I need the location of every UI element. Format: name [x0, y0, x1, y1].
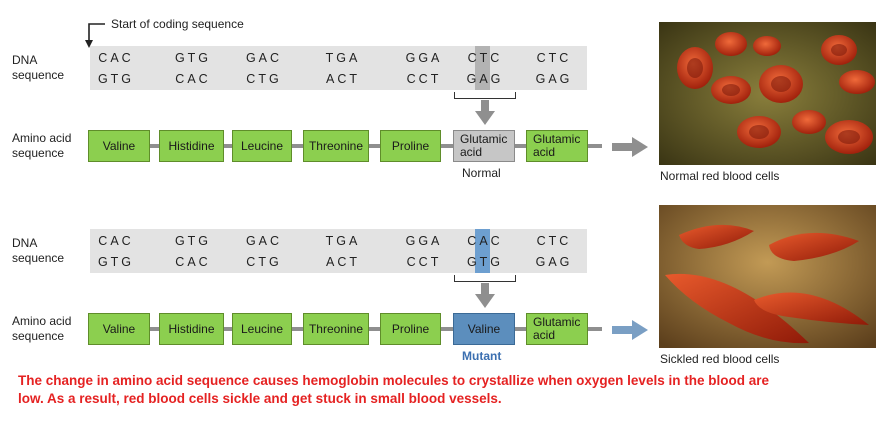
- start-marker-arrow-icon: [85, 23, 105, 48]
- dna-codon: TGA: [325, 51, 361, 65]
- dna-codon: GTG: [466, 255, 504, 269]
- amino-acid-box: Valine: [88, 130, 150, 162]
- down-arrow-icon-normal: [475, 100, 495, 125]
- sickled-cells-caption: Sickled red blood cells: [660, 352, 780, 366]
- dna-codon: CAC: [467, 234, 503, 248]
- dna-codon: CAC: [175, 72, 211, 86]
- normal-cells-caption: Normal red blood cells: [660, 169, 780, 183]
- dna-codon: CTG: [246, 255, 282, 269]
- dna-codon: CCT: [406, 72, 442, 86]
- dna-codon: GTG: [174, 234, 212, 248]
- sickled-red-blood-cells-image: [659, 205, 876, 348]
- dna-codon: CTC: [467, 51, 503, 65]
- chain-connector: [369, 327, 380, 331]
- dna-codon: CTC: [536, 234, 572, 248]
- dna-sequence-label-normal: DNA sequence: [12, 53, 65, 82]
- dna-codon: CTC: [536, 51, 572, 65]
- dna-codon: GTG: [174, 51, 212, 65]
- dna-codon: ACT: [326, 72, 360, 86]
- chain-connector: [441, 327, 453, 331]
- dna-codon: GTG: [97, 72, 135, 86]
- chain-connector: [292, 327, 303, 331]
- dna-codon: GGA: [405, 234, 443, 248]
- amino-acid-box: Proline: [380, 313, 441, 345]
- amino-acid-box: Leucine: [232, 313, 292, 345]
- down-arrow-icon-mutant: [475, 283, 495, 308]
- normal-label: Normal: [462, 166, 501, 180]
- dna-codon: GAG: [535, 255, 573, 269]
- chain-connector: [369, 144, 380, 148]
- chain-connector: [515, 327, 526, 331]
- chain-tail-connector: [588, 144, 602, 148]
- dna-strand-box-mutant: [90, 229, 587, 273]
- mutant-label: Mutant: [462, 349, 502, 363]
- codon-bracket-mutant: [454, 275, 516, 282]
- amino-acid-box: Valine: [88, 313, 150, 345]
- amino-acid-box: Threonine: [303, 130, 369, 162]
- amino-acid-box: Glutamic acid: [453, 130, 515, 162]
- amino-acid-box: Valine: [453, 313, 515, 345]
- codon-bracket-normal: [454, 92, 516, 99]
- dna-strand-box-normal: [90, 46, 587, 90]
- chain-connector: [292, 144, 303, 148]
- chain-connector: [224, 144, 232, 148]
- chain-connector: [150, 327, 159, 331]
- start-coding-label: Start of coding sequence: [111, 17, 244, 31]
- normal-red-blood-cells-image: [659, 22, 876, 165]
- chain-connector: [150, 144, 159, 148]
- dna-sequence-label-mutant: DNA sequence: [12, 236, 65, 265]
- dna-codon: GAG: [535, 72, 573, 86]
- dna-codon: CAC: [175, 255, 211, 269]
- chain-connector: [515, 144, 526, 148]
- chain-connector: [441, 144, 453, 148]
- chain-connector: [224, 327, 232, 331]
- dna-codon: GTG: [97, 255, 135, 269]
- dna-codon: ACT: [326, 255, 360, 269]
- dna-codon: GAC: [245, 51, 283, 65]
- dna-codon: CTG: [246, 72, 282, 86]
- amino-acid-box: Proline: [380, 130, 441, 162]
- amino-acid-label-normal: Amino acid sequence: [12, 131, 72, 160]
- dna-codon: GAG: [466, 72, 504, 86]
- dna-codon: CAC: [98, 234, 134, 248]
- amino-acid-label-mutant: Amino acid sequence: [12, 314, 72, 343]
- dna-codon: CAC: [98, 51, 134, 65]
- amino-acid-box: Glutamic acid: [526, 130, 588, 162]
- explanation-footer: The change in amino acid sequence causes…: [18, 373, 769, 406]
- dna-codon: GAC: [245, 234, 283, 248]
- chain-tail-connector: [588, 327, 602, 331]
- amino-acid-box: Histidine: [159, 313, 224, 345]
- dna-codon: TGA: [325, 234, 361, 248]
- highlight-normal-base: [475, 46, 490, 90]
- dna-codon: GGA: [405, 51, 443, 65]
- amino-acid-box: Histidine: [159, 130, 224, 162]
- amino-acid-box: Threonine: [303, 313, 369, 345]
- amino-acid-box: Leucine: [232, 130, 292, 162]
- dna-codon: CCT: [406, 255, 442, 269]
- amino-acid-box: Glutamic acid: [526, 313, 588, 345]
- highlight-mutant-base: [475, 229, 490, 273]
- right-arrow-icon-normal: [612, 137, 648, 157]
- right-arrow-icon-mutant: [612, 320, 648, 340]
